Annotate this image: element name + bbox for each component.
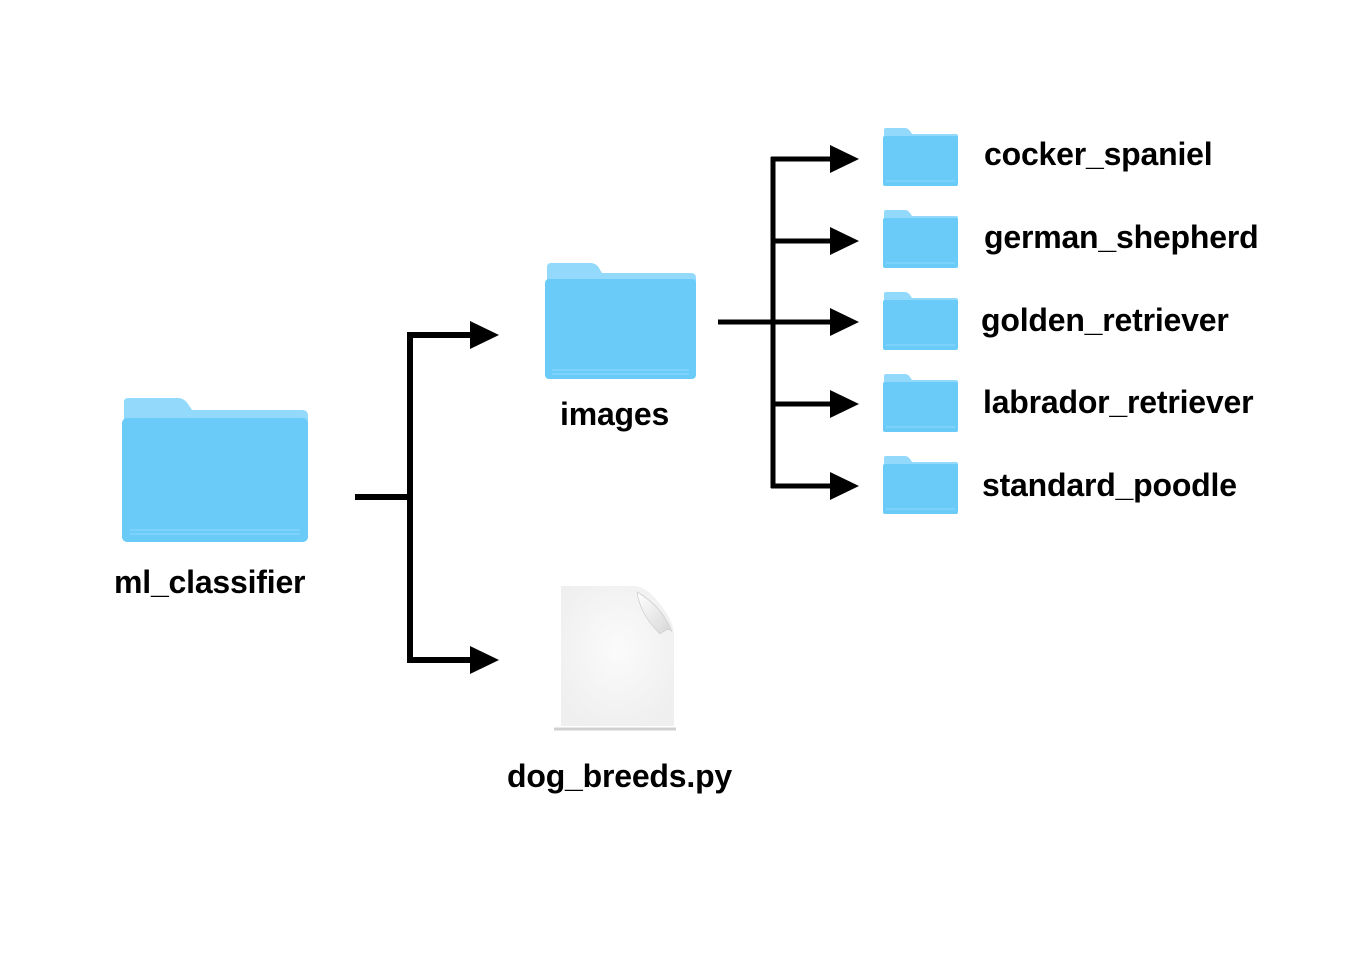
folder-label: german_shepherd — [984, 219, 1259, 255]
folder-icon — [545, 263, 696, 379]
folder-label: standard_poodle — [982, 467, 1237, 503]
folder-icon — [883, 292, 958, 350]
folder-icon — [883, 374, 958, 432]
standard-poodle-node[interactable]: standard_poodle — [880, 452, 1300, 518]
folder-icon — [883, 210, 958, 268]
arrow-to-german-shepherd — [830, 227, 859, 255]
folder-icon — [883, 128, 958, 186]
images-folder-label: images — [560, 396, 670, 432]
root-node[interactable]: ml_classifier — [110, 390, 330, 610]
images-branch-connector — [718, 156, 832, 489]
folder-label: golden_retriever — [981, 302, 1229, 338]
arrow-to-golden-retriever — [830, 308, 859, 336]
folder-icon — [122, 398, 308, 542]
arrow-to-dog-breeds — [470, 646, 499, 674]
folder-icon — [883, 456, 958, 514]
arrow-to-standard-poodle — [830, 472, 859, 500]
arrow-to-labrador-retriever — [830, 390, 859, 418]
arrow-to-images — [470, 321, 499, 349]
root-folder-label: ml_classifier — [114, 564, 306, 600]
images-node[interactable]: images — [540, 255, 710, 445]
arrow-to-cocker-spaniel — [830, 145, 859, 173]
file-icon — [554, 586, 676, 731]
folder-label: cocker_spaniel — [984, 136, 1213, 172]
folder-label: labrador_retriever — [983, 384, 1254, 420]
dog-breeds-file-node[interactable]: dog_breeds.py — [500, 580, 770, 800]
dog-breeds-file-label: dog_breeds.py — [507, 758, 733, 794]
cocker-spaniel-node[interactable]: cocker_spaniel — [880, 124, 1300, 190]
golden-retriever-node[interactable]: golden_retriever — [880, 288, 1300, 354]
root-branch-connector — [355, 332, 470, 663]
german-shepherd-node[interactable]: german_shepherd — [880, 206, 1300, 272]
labrador-retriever-node[interactable]: labrador_retriever — [880, 370, 1300, 436]
